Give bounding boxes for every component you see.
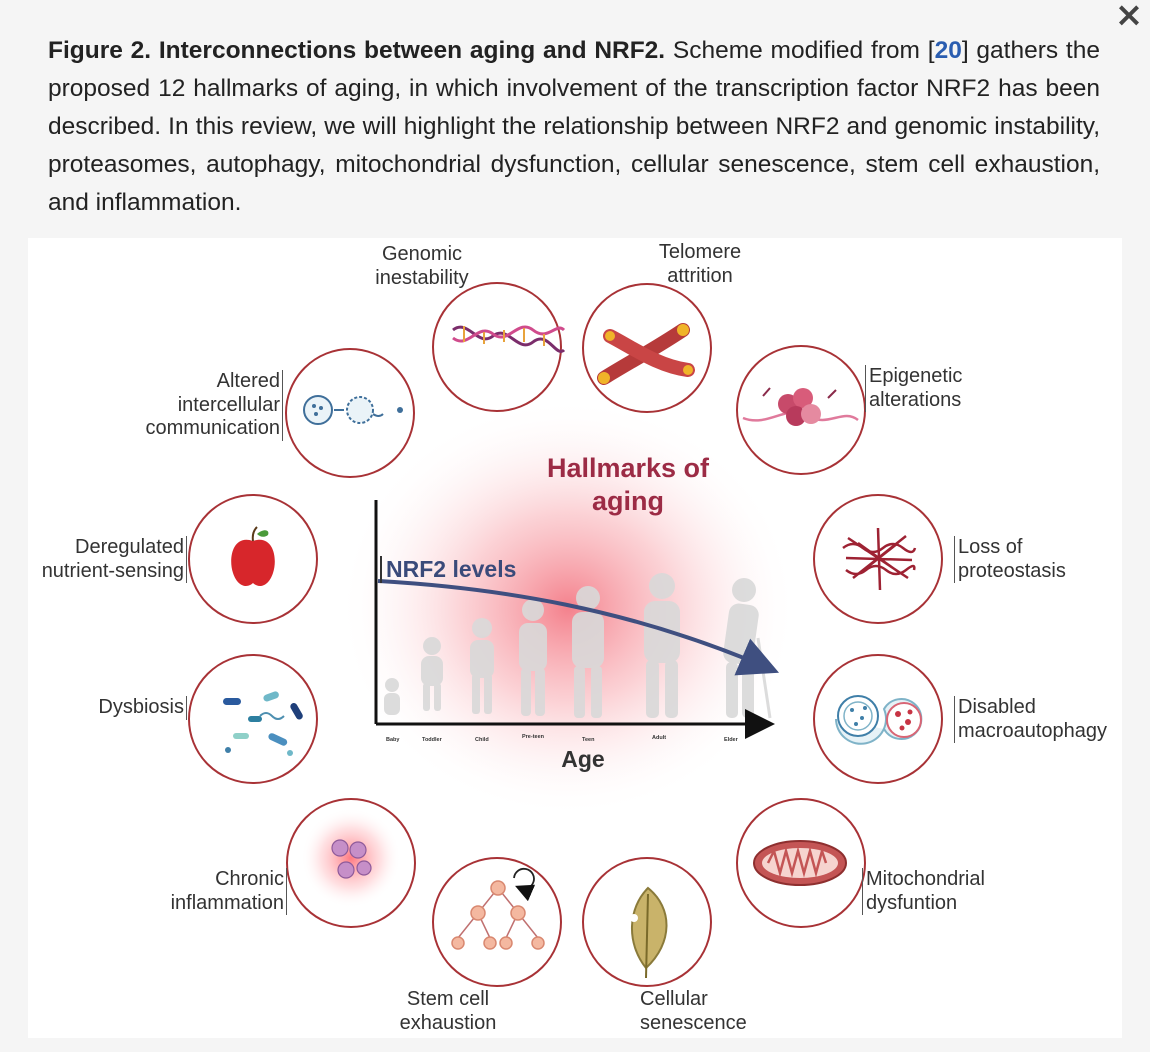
bacteria-icon bbox=[223, 691, 303, 756]
hallmarks-diagram bbox=[188, 282, 943, 987]
apple-icon bbox=[231, 526, 275, 586]
stage-label: Elder bbox=[724, 737, 738, 743]
figure-caption: Figure 2. Interconnections between aging… bbox=[48, 32, 1100, 222]
autophagosome-icon bbox=[835, 695, 923, 745]
stage-label: Adult bbox=[652, 735, 667, 741]
cell-lineage-icon bbox=[451, 867, 545, 950]
cell-signaling-icon bbox=[303, 395, 403, 425]
mitochondrion-icon bbox=[753, 840, 847, 886]
reference-link[interactable]: 20 bbox=[934, 37, 962, 64]
chromosome-icon bbox=[597, 323, 695, 385]
close-icon[interactable]: × bbox=[1114, 0, 1144, 35]
circle-stemcell bbox=[432, 857, 562, 987]
protein-aggregate-icon bbox=[842, 527, 917, 591]
toddler-silhouette bbox=[421, 637, 443, 711]
immune-cells-icon bbox=[301, 808, 401, 908]
figure-label: Figure 2. Interconnections between aging… bbox=[48, 37, 666, 64]
stage-label: Toddler bbox=[422, 737, 442, 743]
center-glow bbox=[338, 398, 798, 818]
stage-label: Child bbox=[475, 737, 489, 743]
caption-text-cont: ] gathers the proposed 12 hallmarks of a… bbox=[48, 37, 1100, 216]
label-dysbiosis: Dysbiosis bbox=[78, 696, 187, 720]
y-axis-label: NRF2 levels bbox=[380, 556, 516, 583]
preteen-silhouette bbox=[519, 599, 547, 716]
stage-label: Pre-teen bbox=[522, 734, 545, 740]
caption-text: Scheme modified from [ bbox=[665, 37, 935, 64]
circle-genomic bbox=[432, 282, 562, 412]
nucleosome-icon bbox=[742, 387, 859, 426]
stage-label: Teen bbox=[582, 737, 595, 743]
x-axis-label: Age bbox=[561, 746, 605, 772]
child-silhouette bbox=[470, 618, 494, 714]
leaf-icon bbox=[630, 886, 668, 979]
center-title-line2: aging bbox=[592, 486, 664, 516]
teen-silhouette bbox=[572, 586, 604, 718]
center-title-line1: Hallmarks of bbox=[546, 453, 710, 483]
adult-silhouette bbox=[644, 573, 680, 718]
baby-silhouette bbox=[384, 678, 400, 715]
nrf2-trend-arrow bbox=[377, 579, 780, 676]
dna-icon bbox=[452, 325, 566, 353]
stage-label: Baby bbox=[386, 737, 400, 743]
